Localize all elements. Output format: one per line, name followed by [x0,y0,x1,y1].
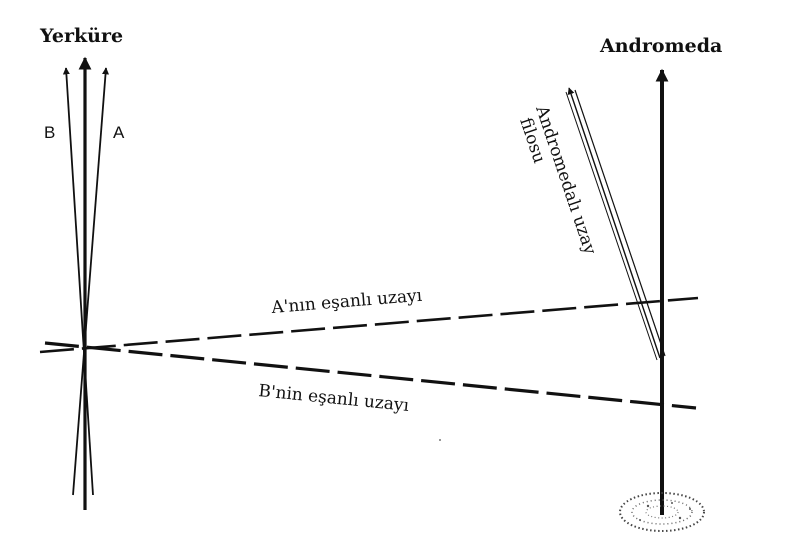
earth-label: Yerküre [39,25,123,47]
earth-worldline-group [62,56,110,510]
galaxy-icon [619,492,705,532]
fleet-label-line1: Andromedalı uzay [531,102,600,257]
observer-a-label: A [113,123,125,142]
observer-b-label: B [44,123,55,142]
a-simultaneous-space-line [39,296,699,354]
observer-a-worldline [72,67,110,496]
andromedan-fleet-worldline [565,87,666,361]
b-simultaneous-space-line [44,341,697,410]
speck [439,439,441,441]
observer-b-worldline [62,67,94,496]
b-simultaneous-label: B'nin eşanlı uzayı [258,381,411,416]
a-simultaneous-label: A'nın eşanlı uzayı [270,286,424,318]
andromeda-label: Andromeda [599,35,722,57]
